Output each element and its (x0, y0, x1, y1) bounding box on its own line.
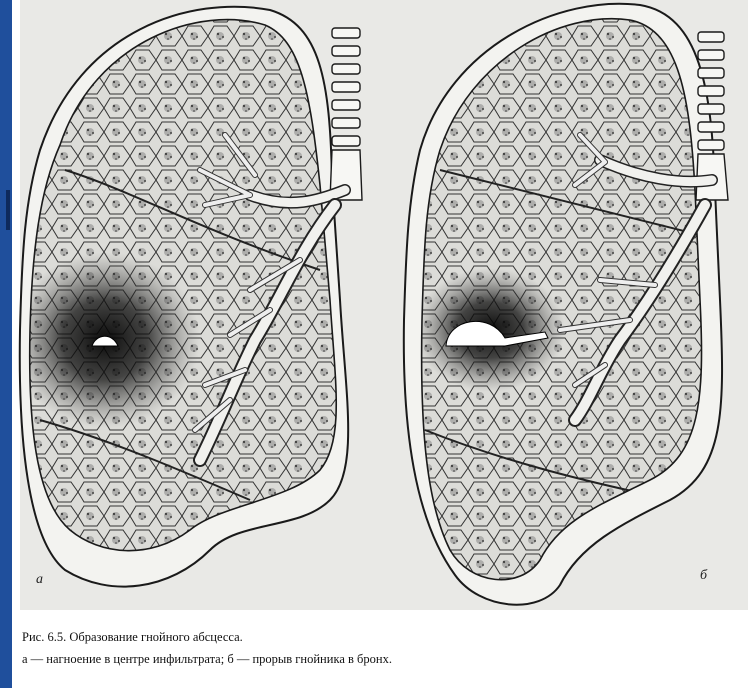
caption-legend: а — нагноение в центре инфильтрата; б — … (22, 648, 722, 670)
lung-abscess-illustration (0, 0, 748, 610)
lung-panel-a (10, 0, 362, 600)
lung-panel-b (404, 0, 730, 610)
trachea-a (330, 28, 362, 200)
caption-title: Рис. 6.5. Образование гнойного абсцесса. (22, 626, 722, 648)
figure-caption: Рис. 6.5. Образование гнойного абсцесса.… (22, 626, 722, 670)
panel-label-b: б (700, 568, 707, 584)
panel-label-a: а (36, 572, 43, 588)
